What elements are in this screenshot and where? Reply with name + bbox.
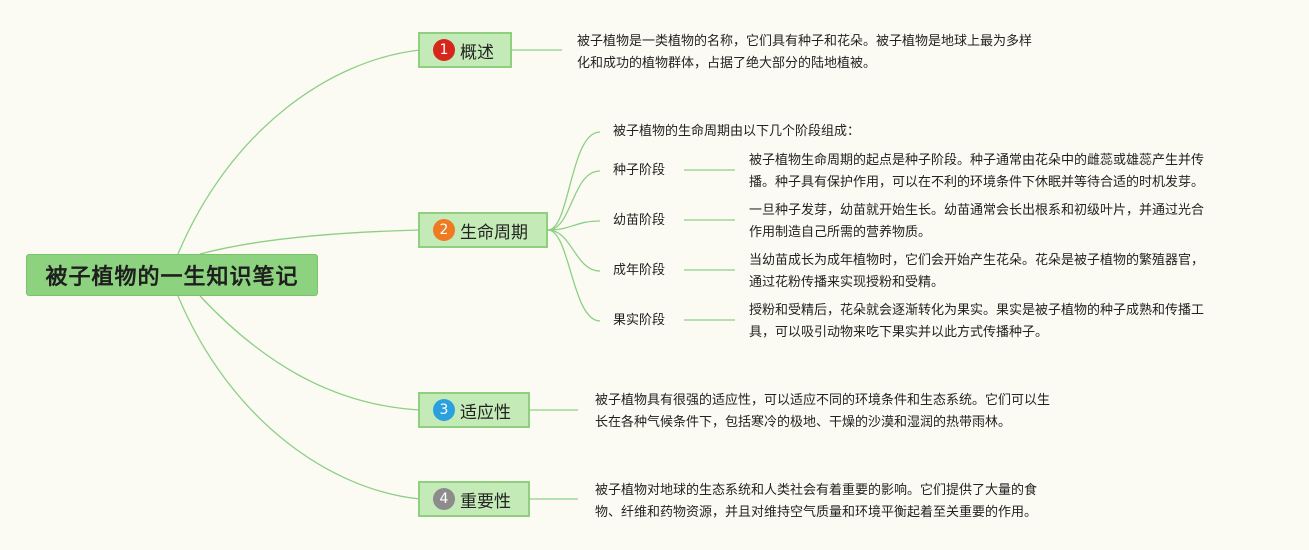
- stage-seedling[interactable]: 幼苗阶段: [613, 213, 666, 228]
- stage-adult[interactable]: 成年阶段: [613, 263, 666, 278]
- stage-fruit-text: 授粉和受精后，花朵就会逐渐转化为果实。果实是被子植物的种子成熟和传播工 具，可以…: [749, 300, 1259, 344]
- root-topic[interactable]: 被子植物的一生知识笔记: [26, 254, 318, 296]
- text-line: 一旦种子发芽，幼苗就开始生长。幼苗通常会长出根系和初级叶片，并通过光合: [749, 203, 1205, 218]
- topic-importance[interactable]: 4 重要性: [418, 481, 530, 517]
- text-line: 授粉和受精后，花朵就会逐渐转化为果实。果实是被子植物的种子成熟和传播工: [749, 303, 1205, 318]
- text-line: 被子植物对地球的生态系统和人类社会有着重要的影响。它们提供了大量的食: [595, 483, 1038, 498]
- stage-seedling-text: 一旦种子发芽，幼苗就开始生长。幼苗通常会长出根系和初级叶片，并通过光合 作用制造…: [749, 200, 1259, 244]
- overview-text: 被子植物是一类植物的名称，它们具有种子和花朵。被子植物是地球上最为多样 化和成功…: [577, 31, 1077, 75]
- topic-life-cycle[interactable]: 2 生命周期: [418, 212, 548, 248]
- stage-seed-text: 被子植物生命周期的起点是种子阶段。种子通常由花朵中的雌蕊或雄蕊产生并传 播。种子…: [749, 150, 1259, 194]
- topic-overview[interactable]: 1 概述: [418, 32, 512, 68]
- stage-seed[interactable]: 种子阶段: [613, 163, 666, 178]
- topic-label: 重要性: [460, 491, 511, 512]
- stage-adult-text: 当幼苗成长为成年植物时，它们会开始产生花朵。花朵是被子植物的繁殖器官， 通过花粉…: [749, 250, 1259, 294]
- topic-adaptability[interactable]: 3 适应性: [418, 392, 530, 428]
- text-line: 物、纤维和药物资源，并且对维持空气质量和环境平衡起着至关重要的作用。: [595, 505, 1038, 520]
- text-line: 通过花粉传播来实现授粉和受精。: [749, 275, 945, 290]
- stage-fruit[interactable]: 果实阶段: [613, 313, 666, 328]
- number-badge-1: 1: [433, 39, 455, 61]
- number-badge-2: 2: [433, 219, 455, 241]
- text-line: 当幼苗成长为成年植物时，它们会开始产生花朵。花朵是被子植物的繁殖器官，: [749, 253, 1205, 268]
- text-line: 具，可以吸引动物来吃下果实并以此方式传播种子。: [749, 325, 1049, 340]
- text-line: 播。种子具有保护作用，可以在不利的环境条件下休眠并等待合适的时机发芽。: [749, 175, 1205, 190]
- importance-text: 被子植物对地球的生态系统和人类社会有着重要的影响。它们提供了大量的食 物、纤维和…: [595, 480, 1095, 524]
- text-line: 被子植物生命周期的起点是种子阶段。种子通常由花朵中的雌蕊或雄蕊产生并传: [749, 153, 1205, 168]
- text-line: 作用制造自己所需的营养物质。: [749, 225, 932, 240]
- text-line: 长在各种气候条件下，包括寒冷的极地、干燥的沙漠和湿润的热带雨林。: [595, 415, 1012, 430]
- text-line: 被子植物是一类植物的名称，它们具有种子和花朵。被子植物是地球上最为多样: [577, 34, 1033, 49]
- adaptability-text: 被子植物具有很强的适应性，可以适应不同的环境条件和生态系统。它们可以生 长在各种…: [595, 390, 1095, 434]
- number-badge-3: 3: [433, 399, 455, 421]
- topic-label: 概述: [460, 42, 494, 63]
- topic-label: 适应性: [460, 402, 511, 423]
- topic-label: 生命周期: [460, 222, 528, 243]
- text-line: 被子植物具有很强的适应性，可以适应不同的环境条件和生态系统。它们可以生: [595, 393, 1051, 408]
- life-cycle-intro[interactable]: 被子植物的生命周期由以下几个阶段组成：: [613, 124, 861, 139]
- text-line: 化和成功的植物群体，占据了绝大部分的陆地植被。: [577, 56, 877, 71]
- number-badge-4: 4: [433, 488, 455, 510]
